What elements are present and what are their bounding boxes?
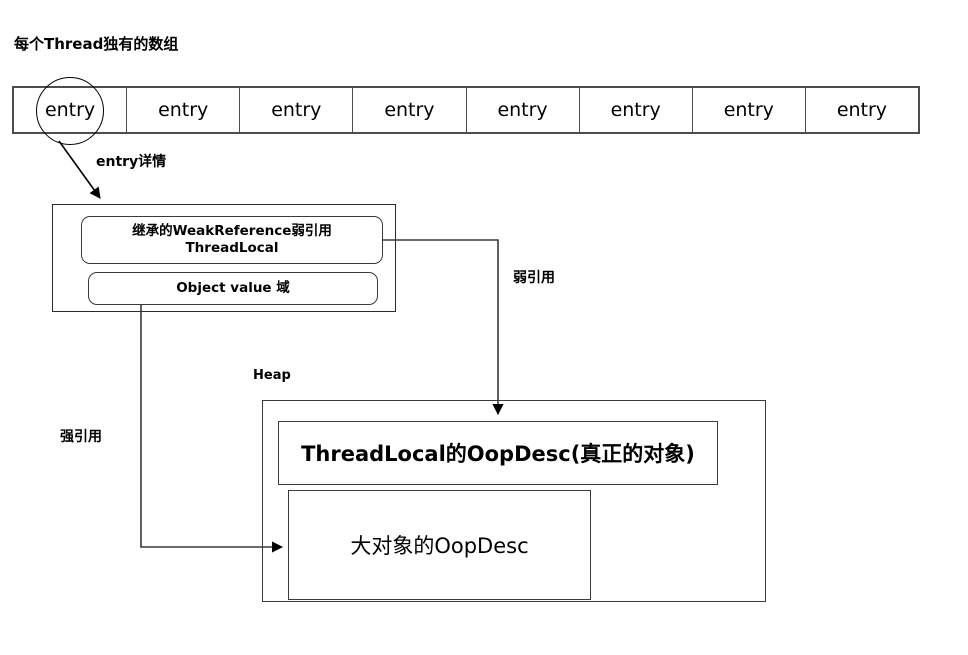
- entry-cell-5[interactable]: entry: [580, 88, 693, 132]
- entry-cell-2[interactable]: entry: [240, 88, 354, 132]
- callout-arrow: [58, 140, 101, 199]
- entry-cell-7[interactable]: entry: [836, 99, 888, 121]
- entry-cell-4[interactable]: entry: [467, 88, 580, 132]
- entry-weak-reference-field: 继承的WeakReference弱引用 ThreadLocal: [81, 216, 383, 264]
- strong-reference-edge-label: 强引用: [60, 429, 102, 445]
- big-object-oopdesc-box: 大对象的OopDesc: [288, 490, 591, 600]
- strong-reference-arrow: [140, 305, 284, 553]
- weak-reference-line-2: ThreadLocal: [185, 240, 279, 256]
- heap-label: Heap: [253, 368, 291, 383]
- entry-cell-6[interactable]: entry: [693, 88, 806, 132]
- threadlocal-oopdesc-box: ThreadLocal的OopDesc(真正的对象): [278, 421, 718, 485]
- thread-local-entry-array: entry entry entry entry entry entry entr…: [12, 86, 920, 134]
- weak-reference-edge-label: 弱引用: [513, 270, 555, 286]
- entry-object-value-field: Object value 域: [88, 272, 378, 305]
- entry-cell-0[interactable]: entry: [14, 88, 128, 132]
- entry-cell-3[interactable]: entry: [353, 88, 467, 132]
- weak-reference-line-1: 继承的WeakReference弱引用: [132, 223, 332, 240]
- entry-detail-callout-label: entry详情: [96, 154, 167, 170]
- page-title: 每个Thread独有的数组: [14, 35, 179, 53]
- weak-reference-arrow: [383, 239, 504, 416]
- entry-cell-1[interactable]: entry: [127, 88, 241, 132]
